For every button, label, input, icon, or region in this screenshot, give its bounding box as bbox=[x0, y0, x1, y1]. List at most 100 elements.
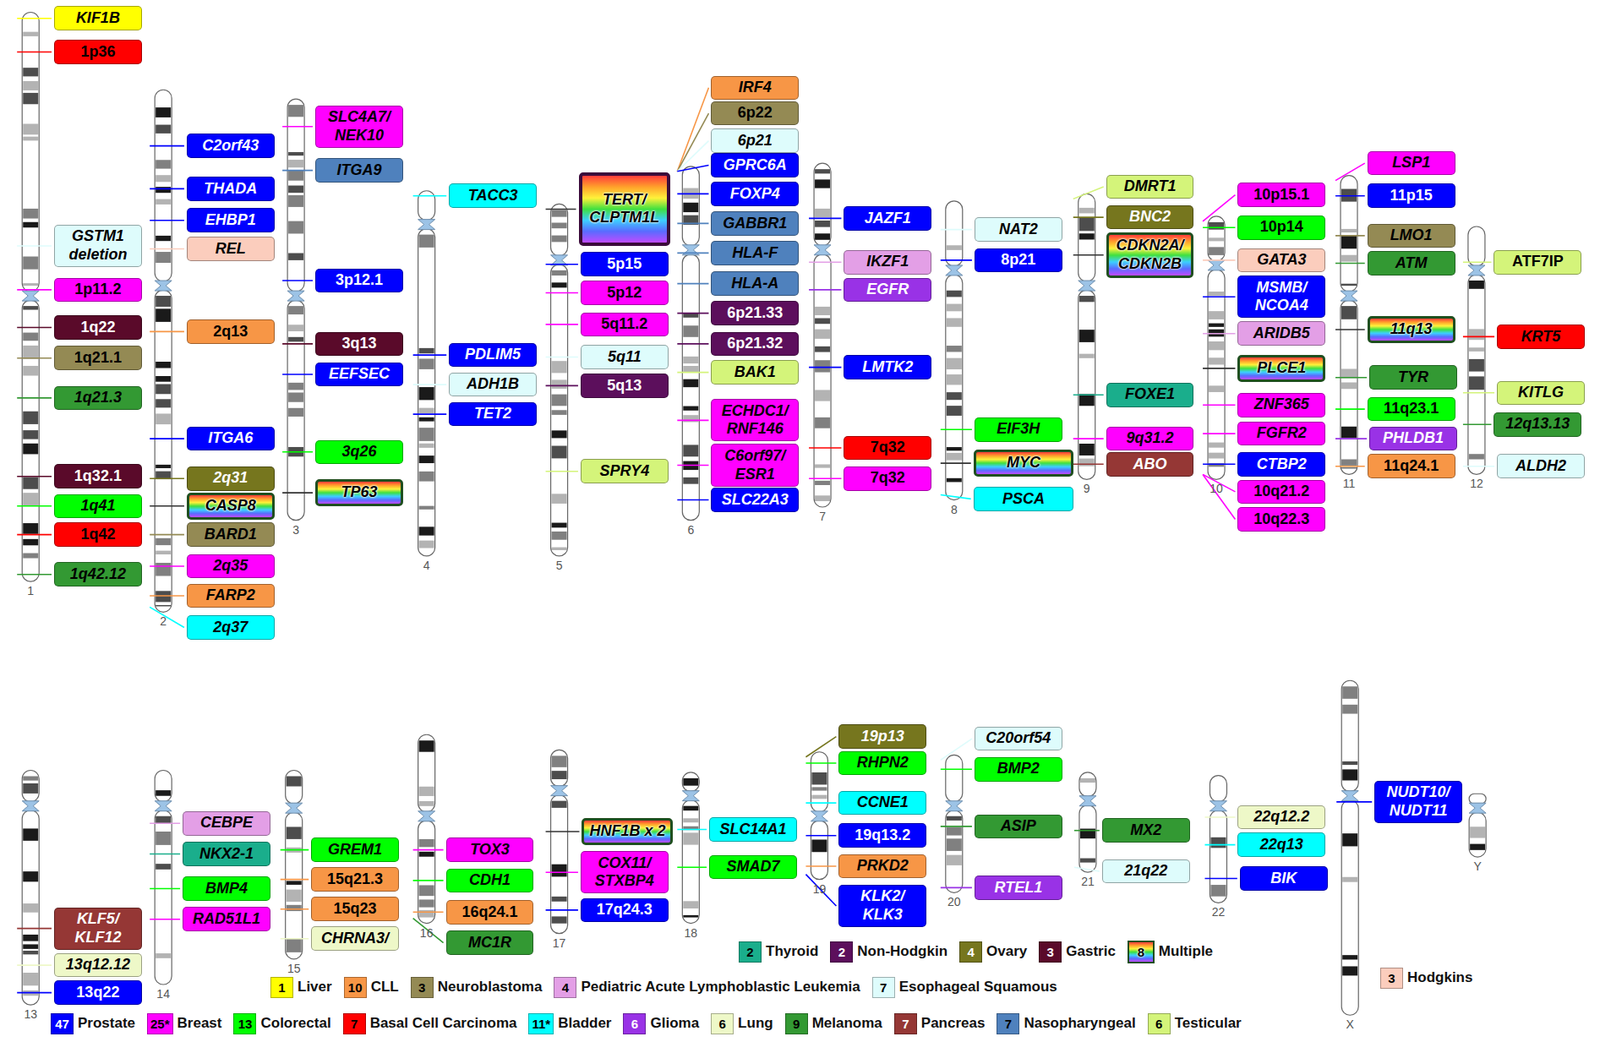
legend-text: Liver bbox=[297, 978, 333, 996]
locus-label: 10q21.2 bbox=[1253, 482, 1310, 502]
centromere bbox=[154, 801, 172, 812]
chromosome-band bbox=[22, 783, 39, 794]
locus-box: 6p21 bbox=[710, 128, 799, 153]
locus-label: 7q32 bbox=[870, 469, 906, 488]
locus-label: TOX3 bbox=[469, 840, 510, 860]
locus-label: PDLIM5 bbox=[464, 345, 521, 365]
chromosome-band bbox=[155, 551, 171, 555]
legend-count: 3 bbox=[1387, 971, 1395, 986]
chromosome-band bbox=[22, 828, 39, 841]
locus-box: 8p21 bbox=[974, 248, 1063, 274]
locus-box: LMO1 bbox=[1367, 223, 1456, 249]
locus-label: 2q13 bbox=[212, 322, 248, 342]
chromosome-band bbox=[1341, 255, 1357, 263]
chromosome-band bbox=[551, 394, 568, 407]
chromosome-outline bbox=[682, 772, 699, 792]
chromosome-outline bbox=[418, 191, 436, 221]
chromosome-band bbox=[155, 235, 171, 241]
chromosome-band bbox=[1079, 295, 1095, 302]
locus-label: LMO1 bbox=[1390, 226, 1433, 246]
legend-item: 10CLL bbox=[344, 977, 399, 999]
locus-box: 5q13 bbox=[580, 373, 669, 399]
chromosome-band bbox=[155, 361, 171, 369]
locus-box: TYR bbox=[1369, 365, 1458, 390]
locus-box: ITGA6 bbox=[186, 426, 275, 452]
locus-label: EHBP1 bbox=[205, 211, 257, 230]
locus-box: 1p36 bbox=[54, 39, 142, 65]
locus-box: NAT2 bbox=[974, 217, 1063, 242]
chromosome-outline bbox=[418, 820, 436, 924]
chromosome-band bbox=[814, 220, 831, 228]
chromosome-band bbox=[1341, 382, 1357, 389]
chromosome-band bbox=[419, 801, 435, 807]
locus-box: 3q26 bbox=[315, 440, 404, 465]
chromosome-band bbox=[1208, 453, 1224, 459]
locus-box: FOXP4 bbox=[710, 181, 799, 207]
legend-swatch: 7 bbox=[872, 977, 896, 999]
locus-label: FGFR2 bbox=[1256, 424, 1307, 443]
chromosome-band bbox=[551, 896, 568, 902]
locus-label: SLC14A1 bbox=[719, 820, 787, 840]
leader-line bbox=[282, 373, 313, 376]
locus-label: RAD51L1 bbox=[192, 910, 261, 929]
legend-count: 4 bbox=[966, 944, 974, 960]
locus-box: 10q21.2 bbox=[1237, 480, 1326, 505]
locus-box: C2orf43 bbox=[186, 133, 275, 159]
locus-label: LMTK2 bbox=[862, 358, 913, 377]
leader-line bbox=[149, 248, 185, 251]
leader-line bbox=[1335, 262, 1366, 265]
locus-box: GABBR1 bbox=[710, 211, 799, 236]
chromosome-band bbox=[155, 413, 171, 425]
locus-label: ZNF365 bbox=[1254, 395, 1310, 415]
chromosome-band bbox=[288, 324, 304, 332]
locus-box: KLK2/ KLK3 bbox=[838, 884, 927, 928]
chromosome-band bbox=[155, 186, 171, 193]
locus-box: BNC2 bbox=[1106, 205, 1195, 230]
locus-label: ECHDC1/ RNF146 bbox=[721, 402, 789, 439]
chromosome-arm bbox=[21, 11, 39, 292]
legend-item: 6Testicular bbox=[1147, 1013, 1242, 1035]
chromosome bbox=[154, 89, 172, 612]
leader-line bbox=[413, 911, 444, 914]
leader-line bbox=[16, 964, 52, 967]
leader-line bbox=[16, 17, 52, 20]
chromosome-band bbox=[288, 253, 304, 261]
chromosome-band bbox=[1079, 329, 1095, 343]
chromosome-band bbox=[288, 408, 304, 417]
chromosome bbox=[21, 769, 39, 1005]
locus-box: BMP2 bbox=[974, 757, 1063, 782]
leader-line bbox=[16, 505, 52, 508]
chromosome-number: 6 bbox=[687, 523, 694, 537]
centromere bbox=[287, 290, 305, 301]
locus-box: 1q32.1 bbox=[54, 464, 142, 489]
chromosome-outline bbox=[1079, 805, 1097, 874]
chromosome-arm bbox=[682, 254, 699, 521]
leader-line bbox=[677, 165, 709, 172]
legend-swatch: 6 bbox=[710, 1013, 734, 1035]
centromere bbox=[285, 802, 303, 814]
chromosome-band bbox=[155, 384, 171, 395]
leader-line bbox=[546, 830, 580, 833]
legend-item: 2Non-Hodgkin bbox=[830, 941, 948, 963]
legend-text: Basal Cell Carcinoma bbox=[370, 1015, 518, 1033]
leader-line bbox=[677, 499, 709, 502]
chromosome bbox=[418, 191, 436, 557]
chromosome-band bbox=[419, 740, 435, 752]
chromosome-band bbox=[1210, 884, 1226, 897]
locus-box: 15q21.3 bbox=[311, 867, 399, 892]
chromosome-band bbox=[1208, 442, 1224, 448]
locus-box: ITGA9 bbox=[315, 158, 404, 183]
centromere bbox=[945, 801, 963, 812]
locus-label: 16q24.1 bbox=[461, 903, 518, 923]
leader-line bbox=[413, 918, 444, 944]
locus-box: CTBP2 bbox=[1237, 452, 1326, 477]
locus-box: BIK bbox=[1239, 866, 1328, 891]
legend-count: 1 bbox=[278, 980, 285, 995]
chromosome-band bbox=[551, 282, 568, 288]
locus-box: 22q13 bbox=[1237, 832, 1326, 858]
chromosome-outline bbox=[285, 769, 303, 804]
chromosome-number: 15 bbox=[287, 961, 301, 976]
locus-box: TP63 bbox=[315, 479, 404, 508]
leader-line bbox=[413, 849, 444, 852]
chromosome-arm bbox=[945, 201, 963, 267]
